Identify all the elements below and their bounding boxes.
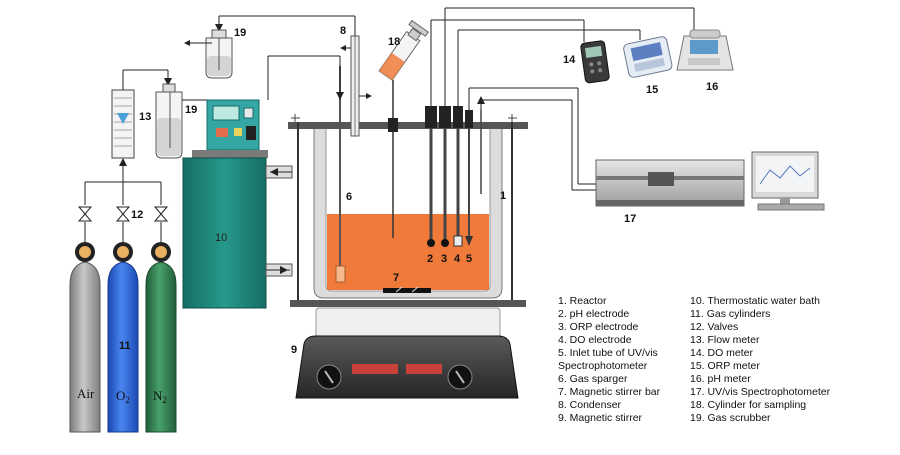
label-14: 14 bbox=[563, 54, 576, 66]
gas-sparger bbox=[267, 55, 346, 283]
ph-meter bbox=[676, 29, 734, 71]
label-19-lower: 19 bbox=[185, 104, 197, 116]
legend-left-item: 6. Gas sparger bbox=[558, 373, 628, 385]
orp-electrode bbox=[439, 106, 451, 247]
legend-right-item: 15. ORP meter bbox=[690, 360, 760, 372]
valve-o2 bbox=[115, 206, 131, 222]
instrument-cables bbox=[430, 7, 695, 191]
n2-cylinder-label: N2 bbox=[153, 388, 167, 405]
gas-cylinder-o2: O2 bbox=[107, 242, 139, 433]
legend-right-item: 18. Cylinder for sampling bbox=[690, 399, 806, 411]
legend-left-item: 1. Reactor bbox=[558, 295, 607, 307]
legend-left-item: 2. pH electrode bbox=[558, 308, 629, 320]
gas-manifold bbox=[84, 158, 162, 242]
legend-right-item: 16. pH meter bbox=[690, 373, 751, 385]
label-19-upper: 19 bbox=[234, 27, 246, 39]
legend-right-item: 17. UV/vis Spectrophotometer bbox=[690, 386, 831, 398]
thermostatic-water-bath bbox=[182, 99, 268, 309]
label-9: 9 bbox=[291, 344, 297, 356]
label-18: 18 bbox=[388, 36, 400, 48]
legend-right: 10. Thermostatic water bath 11. Gas cyli… bbox=[690, 295, 831, 424]
label-5: 5 bbox=[466, 253, 472, 265]
label-12: 12 bbox=[131, 209, 143, 221]
do-electrode bbox=[453, 106, 463, 247]
gas-scrubber-upper bbox=[184, 29, 233, 79]
label-8: 8 bbox=[340, 25, 346, 37]
gas-cylinder-n2: N2 bbox=[145, 242, 177, 433]
bath-circulation-hoses bbox=[265, 165, 293, 277]
legend-left-item: Spectrophotometer bbox=[558, 360, 648, 372]
do-meter bbox=[580, 40, 610, 84]
label-3: 3 bbox=[441, 253, 447, 265]
legend-right-item: 14. DO meter bbox=[690, 347, 754, 359]
valve-n2 bbox=[153, 206, 169, 222]
legend-left-item: 8. Condenser bbox=[558, 399, 622, 411]
reactor bbox=[288, 114, 528, 307]
legend-right-item: 13. Flow meter bbox=[690, 334, 760, 346]
gas-scrubber-lower bbox=[155, 83, 183, 159]
label-17: 17 bbox=[624, 213, 636, 225]
legend-left-item: 7. Magnetic stirrer bar bbox=[558, 386, 661, 398]
label-11: 11 bbox=[119, 340, 131, 352]
uvvis-inlet-tube bbox=[465, 110, 473, 246]
legend-right-item: 11. Gas cylinders bbox=[690, 308, 770, 320]
ph-electrode bbox=[425, 106, 437, 247]
legend-right-item: 10. Thermostatic water bath bbox=[690, 295, 820, 307]
label-2: 2 bbox=[427, 253, 433, 265]
valve-air bbox=[77, 206, 93, 222]
sampling-syringe bbox=[378, 19, 429, 238]
air-cylinder-label: Air bbox=[77, 386, 95, 401]
legend-left-item: 5. Inlet tube of UV/vis bbox=[558, 347, 658, 359]
label-16: 16 bbox=[706, 81, 718, 93]
legend-left: 1. Reactor 2. pH electrode 3. ORP electr… bbox=[558, 295, 661, 424]
flowmeter-to-scrubber-line bbox=[122, 69, 172, 90]
o2-cylinder-label: O2 bbox=[116, 388, 130, 405]
label-4: 4 bbox=[454, 253, 461, 265]
uvvis-spectrophotometer bbox=[595, 151, 825, 211]
flow-meter bbox=[111, 89, 135, 159]
label-1: 1 bbox=[500, 190, 506, 202]
label-15: 15 bbox=[646, 84, 658, 96]
label-6: 6 bbox=[346, 191, 352, 203]
legend-right-item: 19. Gas scrubber bbox=[690, 412, 771, 424]
legend-left-item: 9. Magnetic stirrer bbox=[558, 412, 643, 424]
magnetic-stirrer-bar bbox=[383, 286, 431, 293]
orp-meter bbox=[623, 36, 673, 78]
condenser bbox=[215, 15, 372, 137]
label-10: 10 bbox=[215, 232, 227, 244]
legend-right-item: 12. Valves bbox=[690, 321, 738, 333]
gas-cylinder-air: Air bbox=[69, 242, 101, 433]
air-cylinder-cap bbox=[79, 246, 91, 258]
reactor-solution bbox=[327, 214, 489, 290]
label-7: 7 bbox=[393, 272, 399, 284]
label-13: 13 bbox=[139, 111, 151, 123]
legend-left-item: 3. ORP electrode bbox=[558, 321, 639, 333]
magnetic-stirrer bbox=[295, 307, 519, 399]
legend-left-item: 4. DO electrode bbox=[558, 334, 632, 346]
